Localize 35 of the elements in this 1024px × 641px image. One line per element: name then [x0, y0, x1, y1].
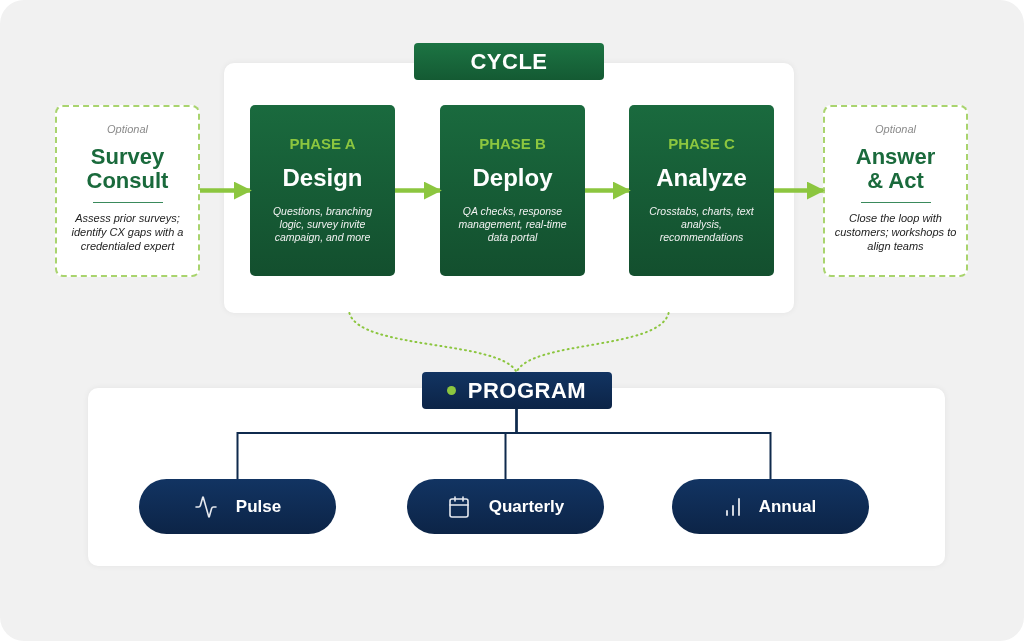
- section-title: PROGRAM: [467, 377, 587, 404]
- frequency-pill: [139, 479, 336, 534]
- phase-card: [250, 105, 395, 276]
- phase-label: PHASE A: [289, 135, 356, 152]
- connector-line: [515, 408, 772, 480]
- phase-label: PHASE C: [668, 135, 735, 152]
- card-title: Survey Consult: [85, 145, 170, 193]
- arrow: [200, 181, 252, 200]
- optional-label: Optional: [875, 123, 916, 135]
- arrow: [585, 181, 631, 200]
- arrow: [395, 181, 442, 200]
- phase-title: Design: [282, 164, 363, 192]
- pill-label: Pulse: [235, 496, 282, 517]
- optional-label: Optional: [107, 123, 148, 135]
- phase-title: Deploy: [472, 164, 553, 192]
- card-title: Answer & Act: [854, 145, 937, 193]
- connector-line: [348, 312, 518, 373]
- phase-description: Questions, branching logic, survey invite campaign, and more: [271, 205, 374, 244]
- option-card: [55, 105, 200, 277]
- pill-label: Annual: [758, 496, 817, 517]
- phase-description: QA checks, response management, real-time data portal: [457, 205, 568, 244]
- frequency-pill: [407, 479, 604, 534]
- phase-card: [629, 105, 774, 276]
- phase-title: Analyze: [656, 164, 747, 192]
- section-title: CYCLE: [470, 48, 548, 75]
- card-description: Assess prior surveys; identify CX gaps with a credentialed expert: [70, 211, 185, 253]
- frequency-pill: [672, 479, 869, 534]
- connector-line: [515, 312, 670, 373]
- phase-card: [440, 105, 585, 276]
- card-description: Close the loop with customers; workshops to align teams: [833, 211, 958, 253]
- arrow: [774, 181, 825, 200]
- phase-description: Crosstabs, charts, text analysis, recommendations: [648, 205, 755, 244]
- pill-label: Quarterly: [488, 496, 565, 517]
- phase-label: PHASE B: [479, 135, 546, 152]
- option-card: [823, 105, 968, 277]
